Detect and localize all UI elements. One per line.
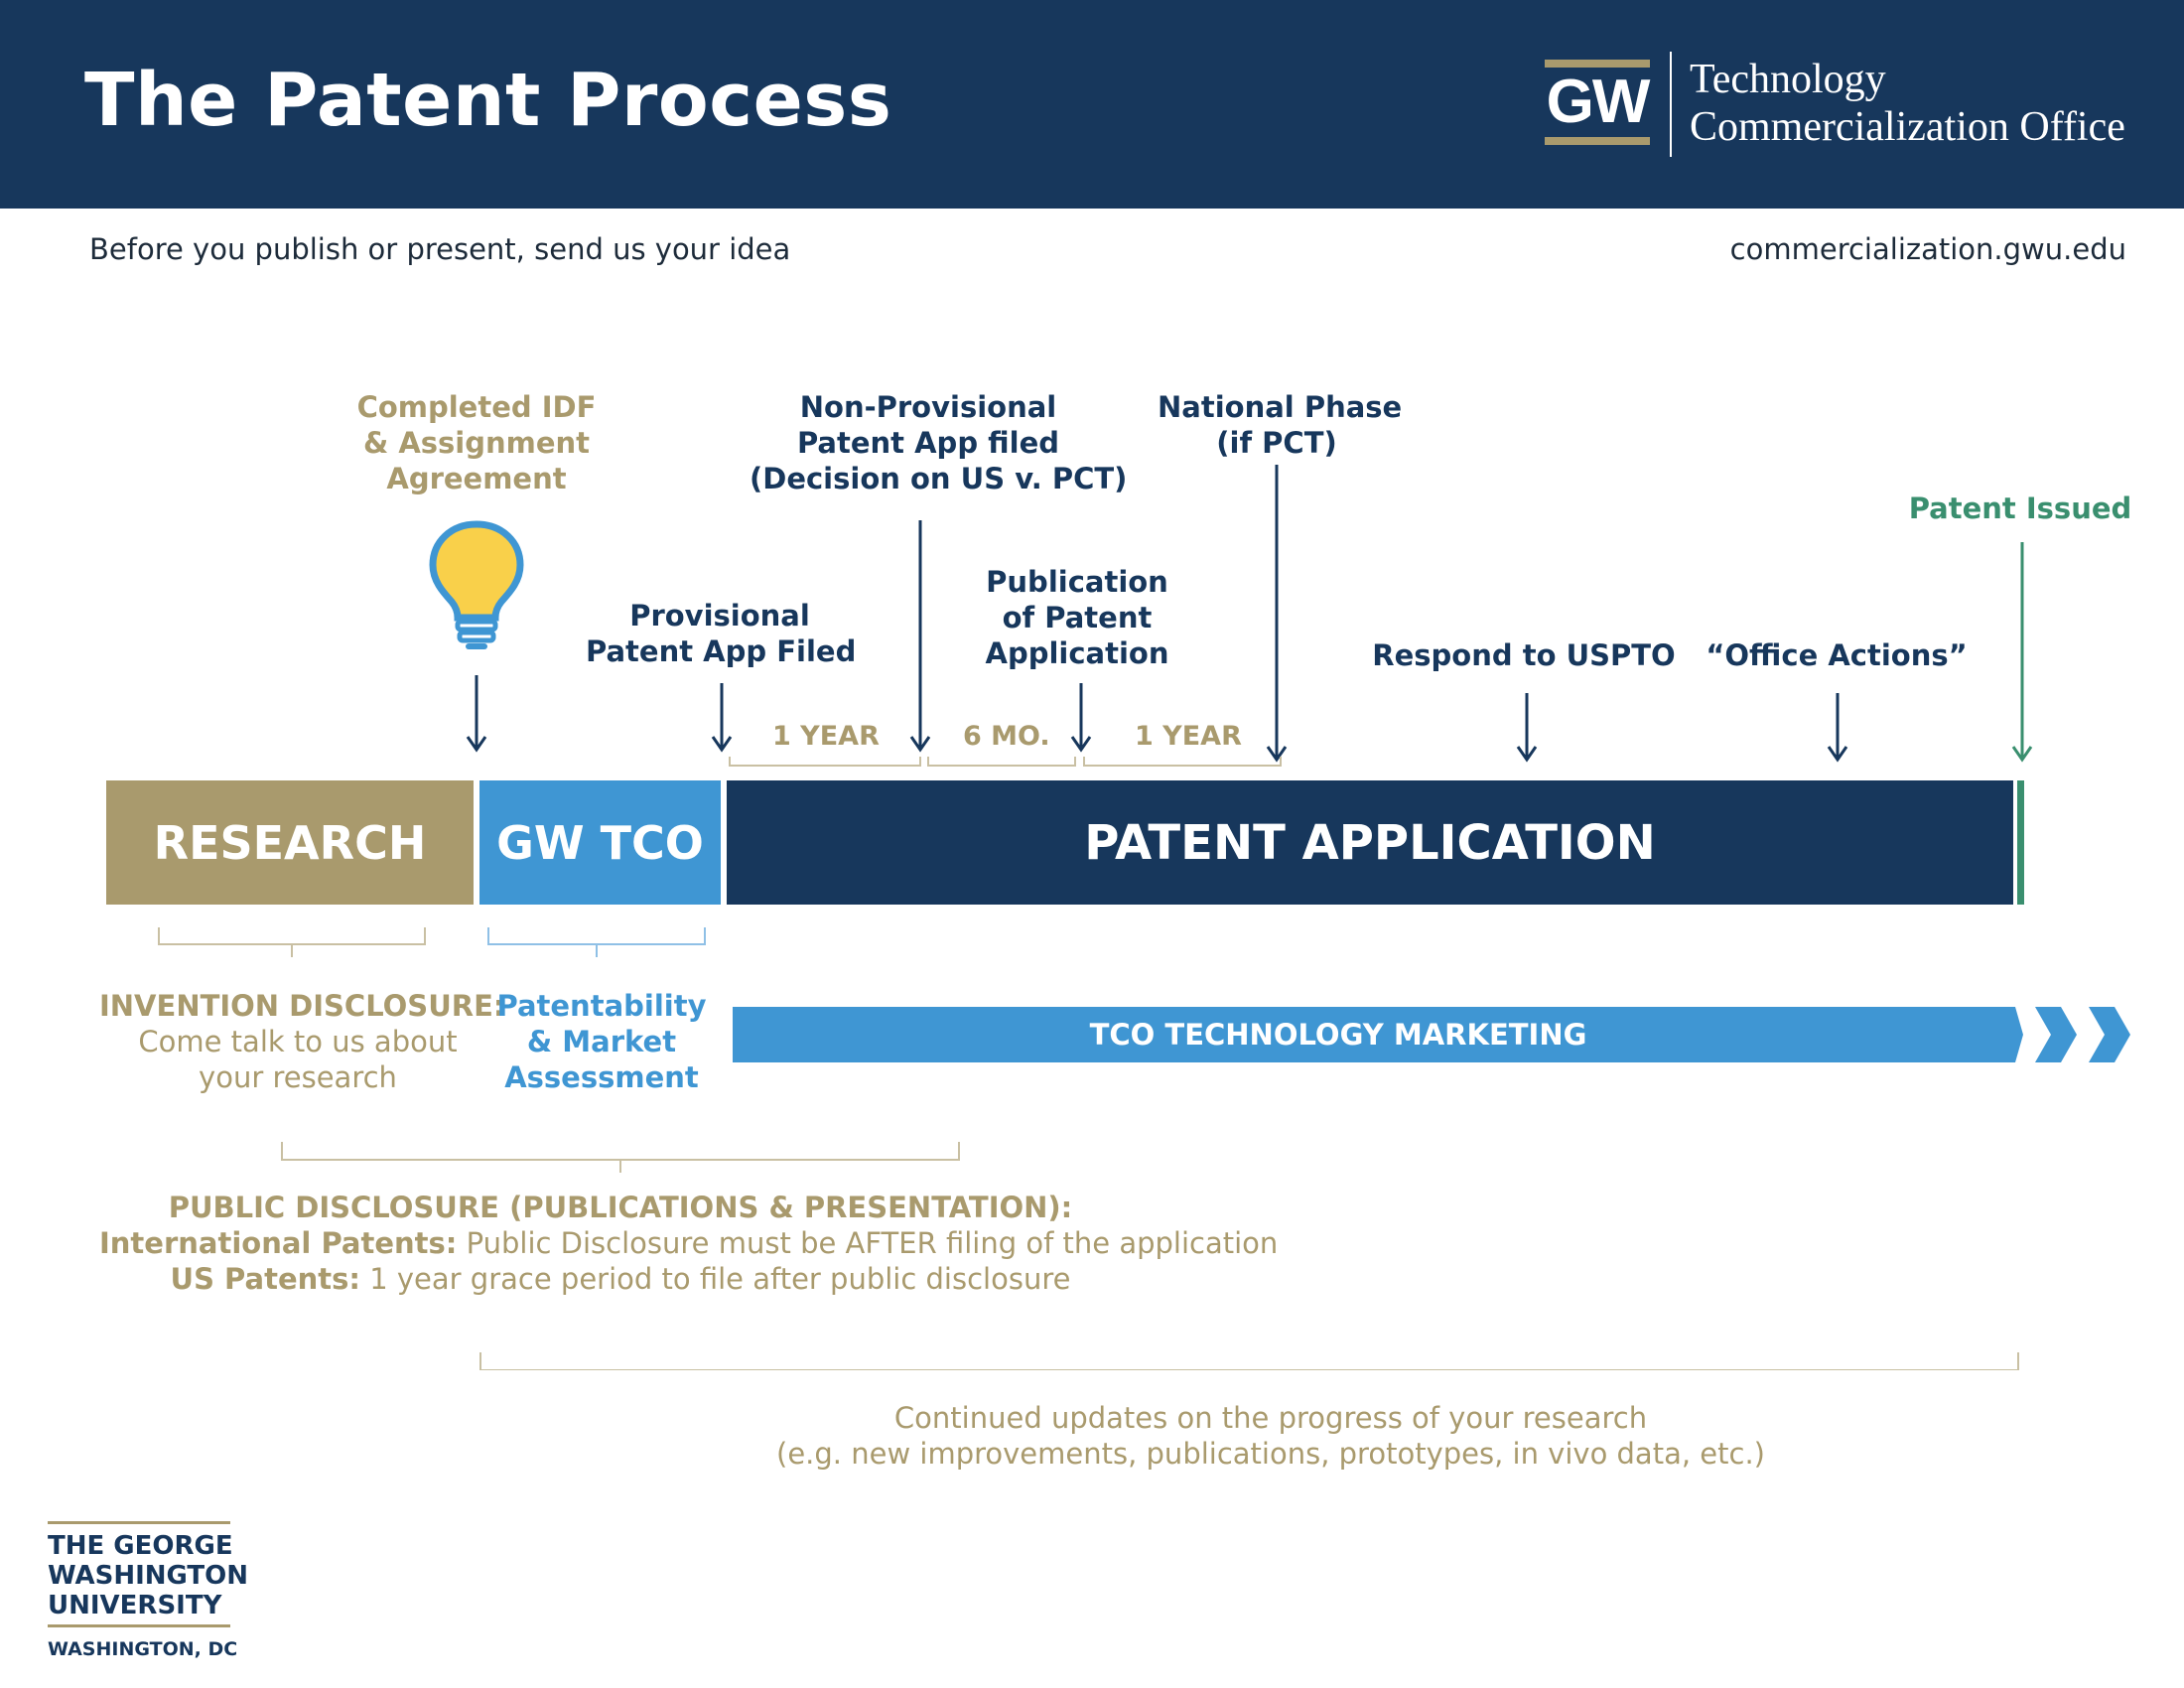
- bracket-tco: [488, 927, 705, 944]
- public-disclosure-intl: International Patents: Public Disclosure…: [99, 1225, 1142, 1261]
- bracket-1year-b: [1084, 757, 1281, 766]
- invention-disclosure-title: INVENTION DISCLOSURE:: [99, 988, 496, 1024]
- patentability-assessment: Patentability & Market Assessment: [492, 988, 711, 1095]
- patentability-line3: Assessment: [492, 1059, 711, 1095]
- intl-patents-label: International Patents:: [99, 1226, 457, 1260]
- duration-6-mo: 6 MO.: [963, 721, 1050, 752]
- public-disclosure: PUBLIC DISCLOSURE (PUBLICATIONS & PRESEN…: [99, 1190, 1142, 1297]
- timeline-arrows: [0, 0, 2184, 794]
- footer-logo-rule-bottom: [48, 1624, 230, 1627]
- public-disclosure-title: PUBLIC DISCLOSURE (PUBLICATIONS & PRESEN…: [99, 1190, 1142, 1225]
- stage-patent-application: PATENT APPLICATION: [727, 780, 2013, 905]
- continued-updates-line1: Continued updates on the progress of you…: [754, 1400, 1787, 1436]
- us-patents-text: 1 year grace period to file after public…: [360, 1262, 1070, 1296]
- invention-disclosure: INVENTION DISCLOSURE: Come talk to us ab…: [99, 988, 496, 1095]
- chevron-right-icon: [2089, 1007, 2130, 1062]
- us-patents-label: US Patents:: [171, 1262, 360, 1296]
- intl-patents-text: Public Disclosure must be AFTER filing o…: [457, 1226, 1278, 1260]
- duration-1-year: 1 YEAR: [772, 721, 880, 752]
- continued-updates: Continued updates on the progress of you…: [754, 1400, 1787, 1472]
- public-disclosure-us: US Patents: 1 year grace period to file …: [99, 1261, 1142, 1297]
- footer-univ-line2: WASHINGTON: [48, 1561, 248, 1591]
- invention-disclosure-line1: Come talk to us about: [99, 1024, 496, 1059]
- patentability-line1: Patentability: [492, 988, 711, 1024]
- bracket-research: [159, 927, 425, 944]
- bracket-continued: [480, 1352, 2018, 1370]
- bracket-public-disclosure: [282, 1142, 959, 1160]
- bracket-6mo: [928, 757, 1075, 766]
- patentability-line2: & Market: [492, 1024, 711, 1059]
- stage-gw-tco: GW TCO: [479, 780, 721, 905]
- duration-1-year-second: 1 YEAR: [1135, 721, 1242, 752]
- marketing-label: TCO TECHNOLOGY MARKETING: [733, 1007, 1944, 1062]
- footer-univ-line1: THE GEORGE: [48, 1531, 248, 1561]
- footer-logo-rule: [48, 1521, 230, 1524]
- invention-disclosure-line2: your research: [99, 1059, 496, 1095]
- stage-patent-issued: [2017, 780, 2024, 905]
- footer-location: WASHINGTON, DC: [48, 1638, 237, 1660]
- footer-university-logo: THE GEORGE WASHINGTON UNIVERSITY: [48, 1531, 248, 1620]
- lower-brackets: [0, 914, 2184, 1370]
- chevron-right-icon: [2035, 1007, 2077, 1062]
- stage-research: RESEARCH: [106, 780, 474, 905]
- continued-updates-line2: (e.g. new improvements, publications, pr…: [754, 1436, 1787, 1472]
- bracket-1year: [730, 757, 920, 766]
- footer-univ-line3: UNIVERSITY: [48, 1591, 248, 1620]
